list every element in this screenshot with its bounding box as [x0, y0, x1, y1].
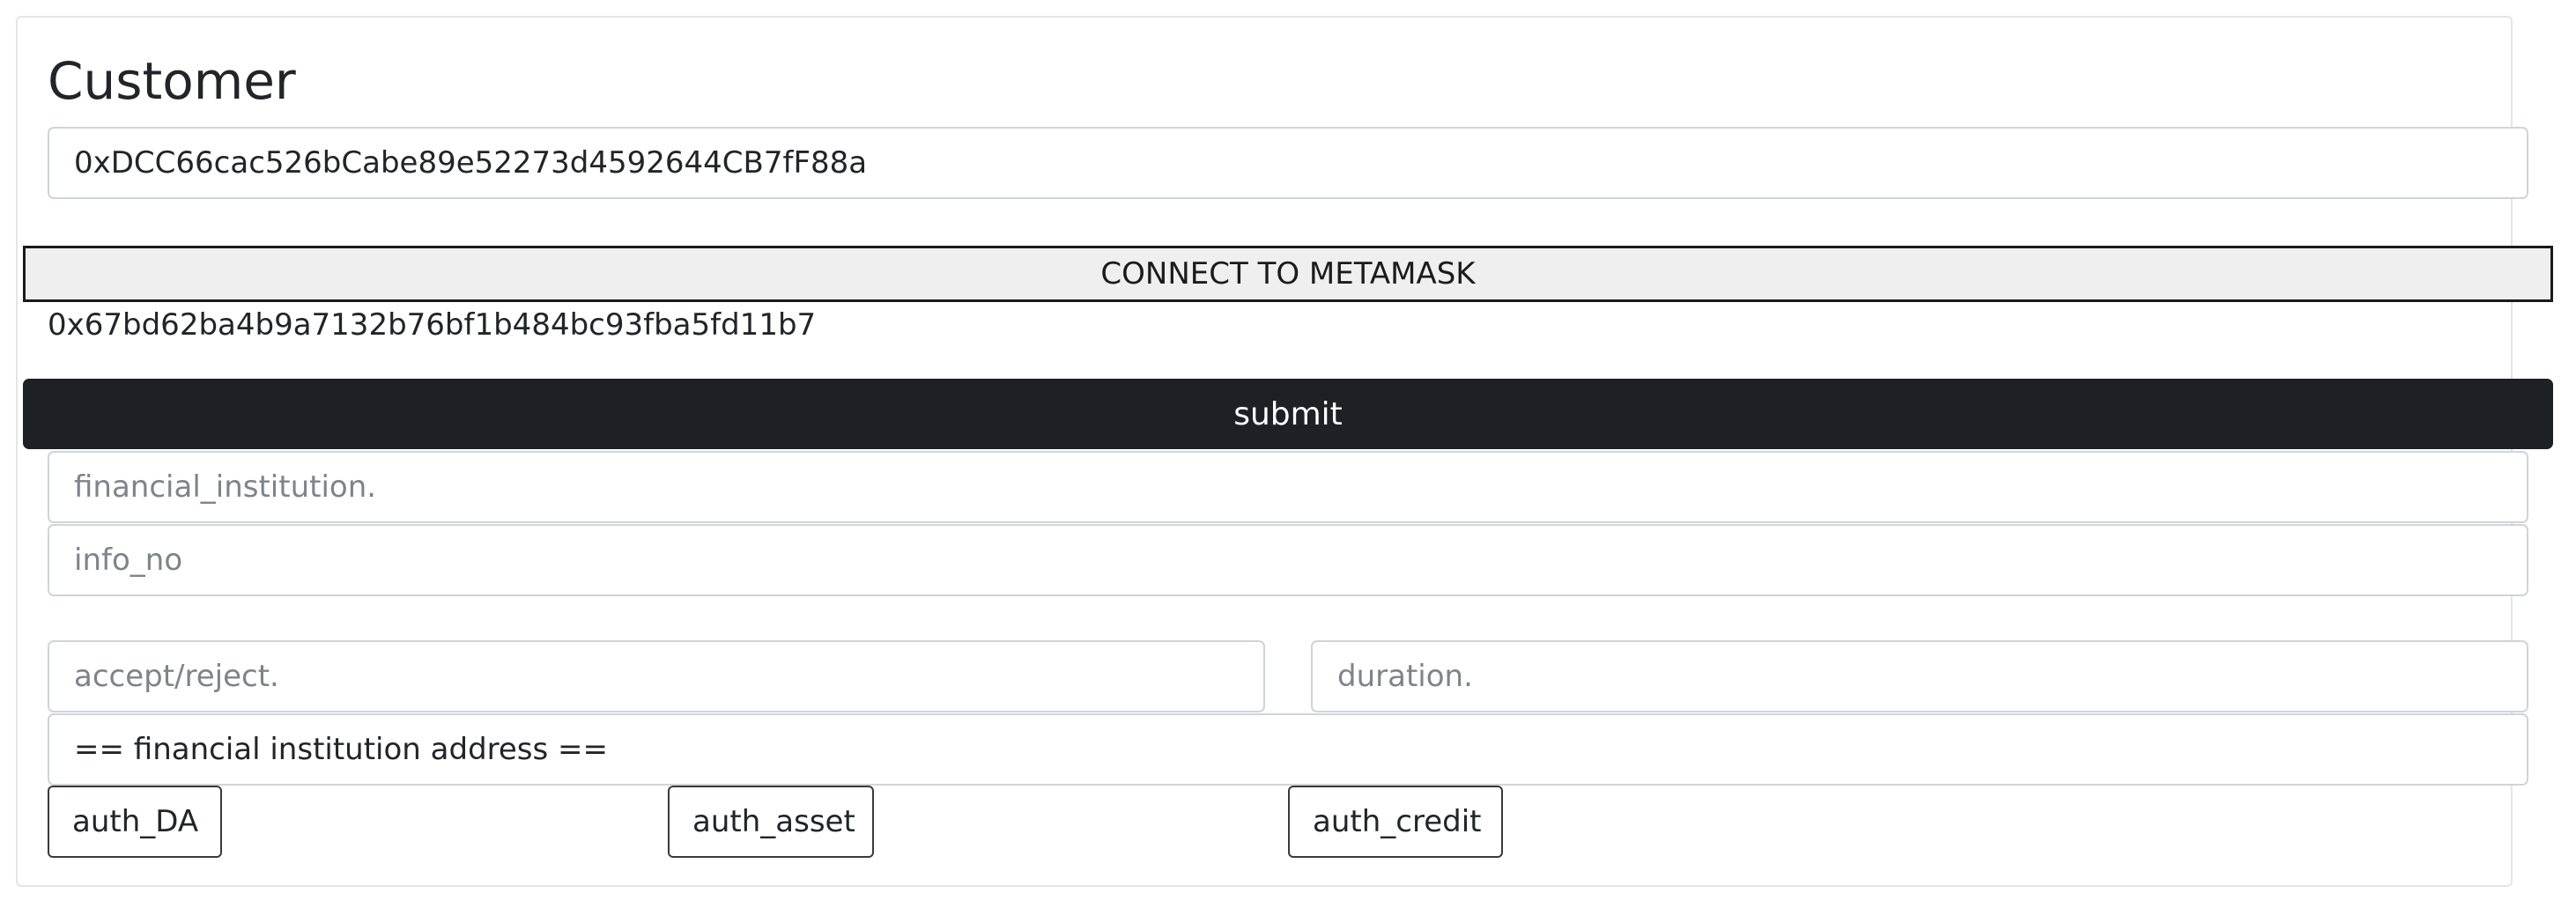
- financial-institution-input[interactable]: [48, 451, 2528, 523]
- customer-address-input[interactable]: [48, 127, 2528, 199]
- page-title: Customer: [48, 51, 296, 111]
- connect-metamask-button[interactable]: CONNECT TO METAMASK: [23, 246, 2553, 302]
- auth-da-button[interactable]: auth_DA: [48, 786, 222, 858]
- connected-account-address: 0x67bd62ba4b9a7132b76bf1b484bc93fba5fd11…: [48, 307, 817, 343]
- auth-asset-button[interactable]: auth_asset: [668, 786, 874, 858]
- financial-institution-address-selected: == financial institution address ==: [74, 732, 609, 767]
- duration-input[interactable]: [1311, 640, 2528, 712]
- auth-credit-button[interactable]: auth_credit: [1288, 786, 1503, 858]
- accept-reject-input[interactable]: [48, 640, 1265, 712]
- submit-button[interactable]: submit: [23, 379, 2553, 449]
- financial-institution-address-select[interactable]: == financial institution address ==: [48, 713, 2528, 786]
- info-no-input[interactable]: [48, 524, 2528, 596]
